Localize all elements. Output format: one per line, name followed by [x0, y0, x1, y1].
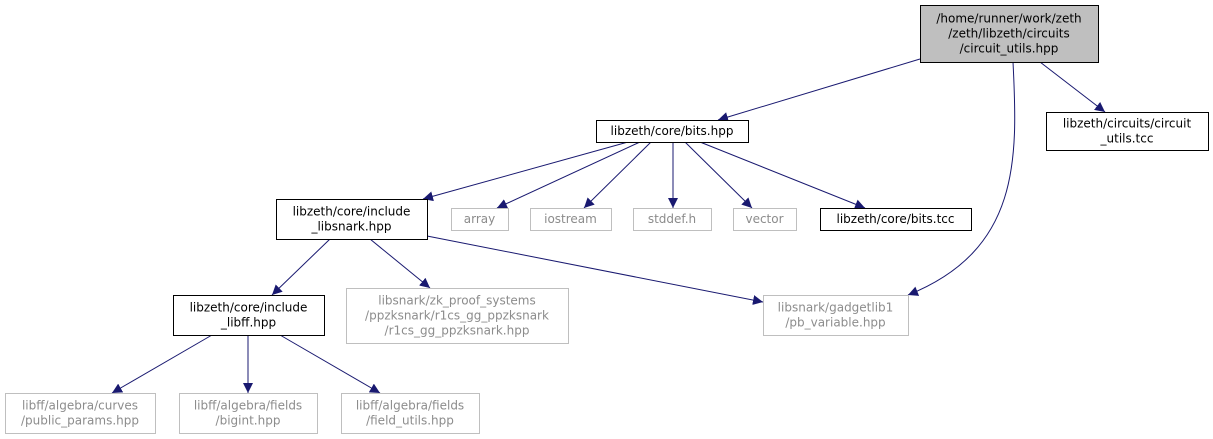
node-label-line: libzeth/core/bits.hpp	[611, 124, 734, 138]
node-vector: vector	[733, 208, 797, 231]
node-label-line: libzeth/core/include	[190, 301, 308, 315]
node-box	[341, 393, 480, 434]
node-array: array	[451, 208, 509, 231]
node-label-line: _utils.tcc	[1100, 132, 1154, 146]
node-label-line: libff/algebra/curves	[22, 399, 138, 413]
node-box	[596, 120, 749, 143]
edge-bits_hpp-to-bits_tcc	[699, 141, 866, 209]
node-public-params: libff/algebra/curves/public_params.hpp	[5, 393, 156, 434]
node-box	[451, 208, 509, 231]
node-box	[179, 393, 318, 434]
edge-root-to-circuit_utils_tcc	[1039, 61, 1106, 113]
node-label-line: /ppzksnark/r1cs_gg_ppzksnark	[365, 309, 549, 323]
node-label-line: /public_params.hpp	[21, 414, 139, 428]
edge-root-to-pb_variable	[907, 61, 1016, 296]
node-root[interactable]: /home/runner/work/zeth/zeth/libzeth/circ…	[920, 5, 1099, 63]
node-r1cs-gg: libsnark/zk_proof_systems/ppzksnark/r1cs…	[346, 288, 569, 344]
node-label-line: iostream	[544, 212, 597, 226]
node-label-line: libzeth/core/bits.tcc	[837, 212, 955, 226]
edge-bits_hpp-to-vector	[684, 141, 753, 209]
edge-bits_hpp-to-iostream	[583, 141, 652, 209]
node-label-line: /home/runner/work/zeth	[936, 12, 1081, 26]
node-label-line: _libff.hpp	[220, 316, 276, 330]
node-box	[733, 208, 797, 231]
node-box	[1046, 112, 1209, 151]
edge-root-to-bits_hpp	[717, 58, 921, 122]
node-box	[276, 199, 428, 240]
node-label-line: libzeth/core/include	[293, 205, 411, 219]
node-label-line: /r1cs_gg_ppzksnark.hpp	[385, 324, 530, 338]
node-bigint: libff/algebra/fields/bigint.hpp	[179, 393, 318, 434]
edge-bits_hpp-to-array	[496, 141, 641, 209]
node-label-line: _libsnark.hpp	[310, 220, 391, 234]
node-box	[763, 295, 909, 336]
node-box	[5, 393, 156, 434]
node-label-line: /bigint.hpp	[216, 414, 281, 428]
node-label-line: /circuit_utils.hpp	[960, 42, 1059, 56]
node-box	[820, 208, 972, 231]
node-label-line: array	[464, 212, 495, 226]
node-label-line: libsnark/gadgetlib1	[778, 301, 894, 315]
edges-layer	[111, 58, 1106, 394]
nodes-layer: /home/runner/work/zeth/zeth/libzeth/circ…	[5, 5, 1209, 434]
node-label-line: /field_utils.hpp	[366, 414, 454, 428]
node-pb-variable: libsnark/gadgetlib1/pb_variable.hpp	[763, 295, 909, 336]
node-box	[346, 288, 569, 344]
edge-include_libff-to-field_utils	[279, 334, 381, 394]
node-label-line: libsnark/zk_proof_systems	[378, 294, 536, 308]
edge-include_libsnark-to-include_libff	[271, 238, 331, 296]
node-label-line: /zeth/libzeth/circuits	[948, 27, 1070, 41]
node-field-utils: libff/algebra/fields/field_utils.hpp	[341, 393, 480, 434]
node-label-line: stddef.h	[648, 212, 696, 226]
node-include-libsnark[interactable]: libzeth/core/include_libsnark.hpp	[276, 199, 428, 240]
node-box	[920, 5, 1099, 63]
node-label-line: libff/algebra/fields	[356, 399, 464, 413]
node-label-line: /pb_variable.hpp	[785, 316, 885, 330]
node-bits-hpp[interactable]: libzeth/core/bits.hpp	[596, 120, 749, 143]
node-label-line: vector	[745, 212, 783, 226]
node-box	[173, 295, 325, 336]
node-box	[530, 208, 612, 231]
edge-include_libsnark-to-r1cs_gg	[369, 238, 431, 289]
edge-bits_hpp-to-include_libsnark	[422, 141, 629, 202]
node-circuit-utils-tcc[interactable]: libzeth/circuits/circuit_utils.tcc	[1046, 112, 1209, 151]
node-include-libff[interactable]: libzeth/core/include_libff.hpp	[173, 295, 325, 336]
edge-include_libff-to-public_params	[111, 334, 213, 394]
node-iostream: iostream	[530, 208, 612, 231]
node-bits-tcc[interactable]: libzeth/core/bits.tcc	[820, 208, 972, 231]
edge-include_libsnark-to-pb_variable	[426, 235, 764, 305]
node-label-line: libzeth/circuits/circuit	[1063, 117, 1192, 131]
node-label-line: libff/algebra/fields	[194, 399, 302, 413]
node-stddef: stddef.h	[633, 208, 712, 231]
node-box	[633, 208, 712, 231]
